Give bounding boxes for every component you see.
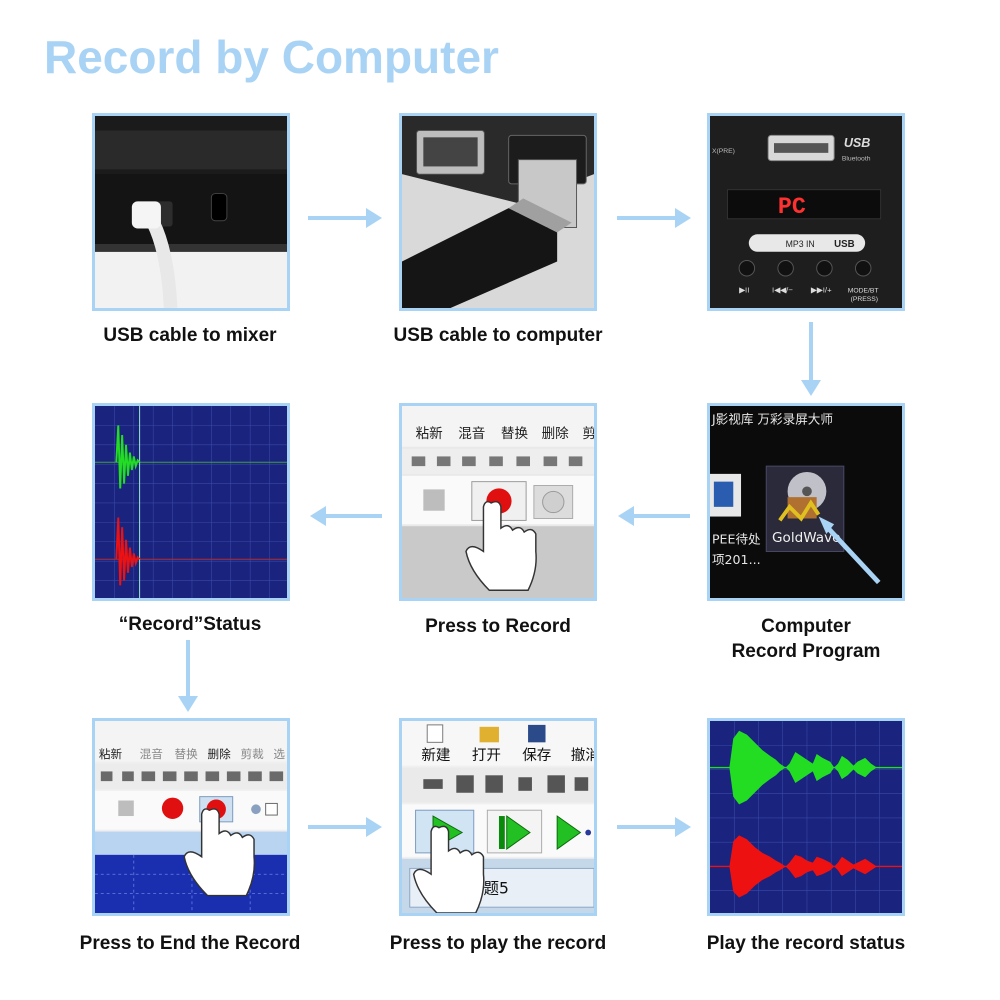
press-to-end-record-image: 粘新 混音 替换 删除 剪裁 选 [92,718,290,916]
arrow-step5-to-step4 [310,506,382,526]
arrow-step8-to-step9 [617,817,691,837]
press-label: (PRESS) [851,296,878,303]
toolbar-mix: 混音 [458,425,485,442]
usb-cable-to-mixer-image [92,113,290,311]
press-to-record-image: 粘新 混音 替换 删除 剪 [399,403,597,601]
press-to-end-record-illustration: 粘新 混音 替换 删除 剪裁 选 [95,721,287,913]
source-usb-label: USB [834,239,854,250]
caption-computer-line2: Record Program [731,641,881,662]
caption-press-to-record: Press to Record [425,616,571,637]
play-toolbar-open: 打开 [472,747,501,764]
arrow-step1-to-step2 [308,208,382,228]
end-toolbar-delete: 删除 [207,747,231,761]
arrow-step7-to-step8 [308,817,382,837]
end-toolbar-replace: 替换 [175,747,199,761]
caption-computer-line1: Computer [761,616,851,637]
play-record-status-waveform [710,721,902,913]
arrow-step2-to-step3 [617,208,691,228]
toolbar-cut: 剪 [582,426,594,442]
press-to-play-illustration: 新建 打开 保存 撤消 题5 [402,721,594,913]
bluetooth-label: Bluetooth [842,156,871,163]
end-toolbar-mix: 混音 [140,747,163,761]
goldwave-app-label: GoldWave [772,530,840,546]
end-toolbar-cut: 剪裁 [240,747,264,761]
pre-label: X(PRE) [712,148,735,155]
record-status-waveform [95,406,287,598]
caption-usb-cable-to-computer: USB cable to computer [393,325,603,346]
caption-record-status: “Record”Status [118,614,262,635]
desktop-file-line1: PEE待处 [712,532,761,547]
caption-computer-record-program: Computer Record Program [666,614,946,664]
press-to-play-image: 新建 打开 保存 撤消 题5 [399,718,597,916]
play-toolbar-new: 新建 [421,747,450,764]
prev-label: I◀◀/− [772,285,793,294]
arrow-step3-to-step6 [801,322,821,396]
toolbar-delete: 删除 [542,426,570,442]
usb-cable-to-computer-image [399,113,597,311]
page-title: Record by Computer [44,31,499,83]
arrow-step4-to-step7 [178,640,198,712]
mixer-panel-image: X(PRE) USB Bluetooth PC MP3 IN USB ▶II I… [707,113,905,311]
desktop-file-line2: 项201... [712,552,761,567]
mixer-panel-illustration: X(PRE) USB Bluetooth PC MP3 IN USB ▶II I… [710,116,902,308]
end-toolbar-select: 选 [273,747,285,761]
usb-cable-to-computer-illustration [402,116,594,308]
desktop-illustration: J影视库 万彩录屏大师 GoldWave PEE待处 项201... [710,406,902,598]
toolbar-replace: 替换 [501,426,529,442]
play-pause-label: ▶II [739,285,749,294]
caption-press-to-end-record: Press to End the Record [79,933,301,954]
desktop-top-text: J影视库 万彩录屏大师 [711,411,833,426]
caption-play-record-status: Play the record status [706,933,906,954]
play-tab-title: 题5 [483,880,508,898]
mode-label: MODE/BT [848,287,879,294]
record-status-image [92,403,290,601]
caption-press-to-play: Press to play the record [389,933,607,954]
end-toolbar-paste-new: 粘新 [99,747,123,761]
play-record-status-image [707,718,905,916]
computer-record-program-image: J影视库 万彩录屏大师 GoldWave PEE待处 项201... [707,403,905,601]
play-toolbar-save: 保存 [522,747,551,764]
usb-cable-to-mixer-illustration [95,116,287,308]
arrow-step6-to-step5 [618,506,690,526]
press-to-record-illustration: 粘新 混音 替换 删除 剪 [402,406,594,598]
usb-label: USB [844,136,871,150]
display-text: PC [778,194,806,220]
caption-usb-cable-to-mixer: USB cable to mixer [103,325,277,346]
next-label: ▶▶I/+ [811,285,832,294]
source-label: MP3 IN [786,239,815,249]
play-toolbar-undo: 撤消 [571,747,594,764]
toolbar-paste-new: 粘新 [416,426,443,442]
